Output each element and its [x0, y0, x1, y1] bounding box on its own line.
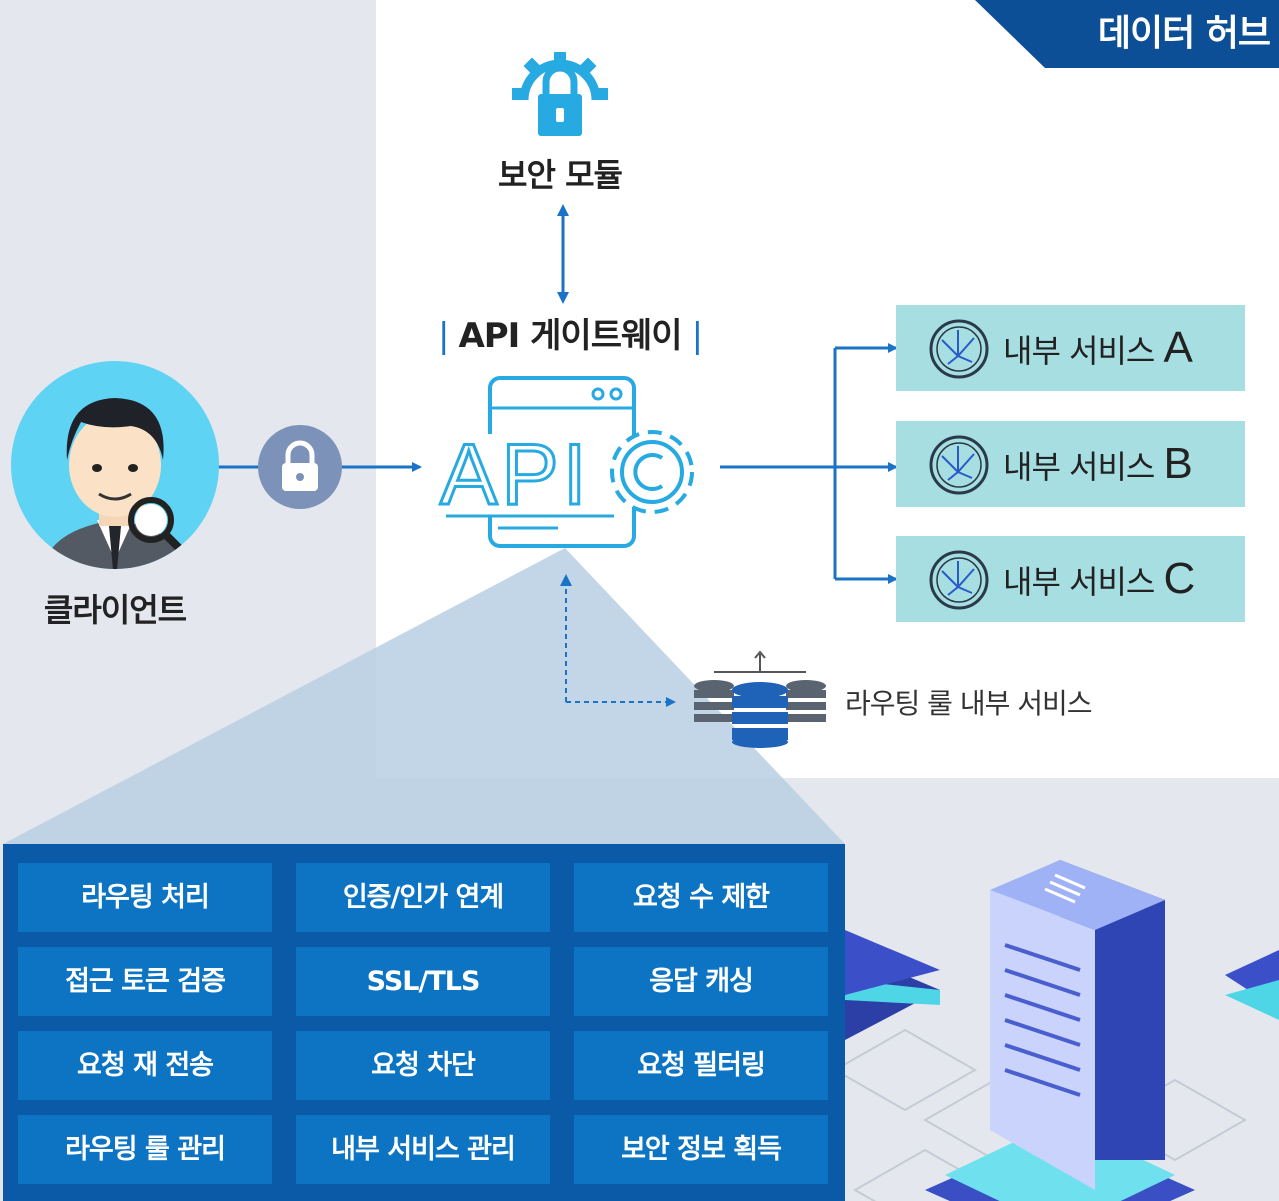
function-ssl-tls: SSL/TLS	[296, 947, 550, 1016]
function-service-management: 내부 서비스 관리	[296, 1115, 550, 1184]
network-globe-icon	[929, 550, 989, 610]
hub-title: 데이터 허브	[1097, 13, 1271, 54]
api-text: API	[440, 427, 591, 523]
gateway-label-bar-left: |	[437, 316, 450, 356]
function-retry: 요청 재 전송	[18, 1031, 272, 1100]
service-b-letter: B	[1163, 439, 1193, 488]
service-a-label: 내부 서비스 A	[1003, 305, 1243, 391]
routing-label: 라우팅 룰 내부 서비스	[845, 687, 1093, 720]
function-panel: 라우팅 처리 인증/인가 연계 요청 수 제한 접근 토큰 검증 SSL/TLS…	[3, 844, 845, 1201]
service-a-letter: A	[1163, 323, 1193, 372]
function-rule-management: 라우팅 룰 관리	[18, 1115, 272, 1184]
service-c-text: 내부 서비스	[1003, 563, 1155, 601]
gear-lock-icon	[512, 52, 608, 136]
server-illustration	[832, 860, 1279, 1201]
function-response-cache: 응답 캐싱	[574, 947, 828, 1016]
client-avatar	[11, 361, 219, 569]
database-stack-icon	[694, 650, 826, 748]
gateway-label: |API 게이트웨이|	[410, 308, 730, 357]
lock-icon	[258, 425, 342, 509]
function-block: 요청 차단	[296, 1031, 550, 1100]
gateway-label-bar-right: |	[691, 316, 704, 356]
network-globe-icon	[929, 319, 989, 379]
service-b-text: 내부 서비스	[1003, 448, 1155, 486]
gateway-label-text: API 게이트웨이	[458, 316, 682, 356]
service-c-letter: C	[1163, 554, 1196, 603]
function-auth: 인증/인가 연계	[296, 863, 550, 932]
function-security-info: 보안 정보 획득	[574, 1115, 828, 1184]
client-label: 클라이언트	[43, 591, 187, 629]
function-token-validation: 접근 토큰 검증	[18, 947, 272, 1016]
service-a-text: 내부 서비스	[1003, 332, 1155, 370]
function-filter: 요청 필터링	[574, 1031, 828, 1100]
gear-icon	[610, 430, 694, 514]
security-module-label: 보안 모듈	[498, 156, 623, 194]
function-rate-limit: 요청 수 제한	[574, 863, 828, 932]
api-window-gear-icon: API	[438, 376, 694, 548]
network-globe-icon	[929, 435, 989, 495]
service-c-label: 내부 서비스 C	[1003, 536, 1243, 622]
function-routing: 라우팅 처리	[18, 863, 272, 932]
service-b-label: 내부 서비스 B	[1003, 421, 1243, 507]
